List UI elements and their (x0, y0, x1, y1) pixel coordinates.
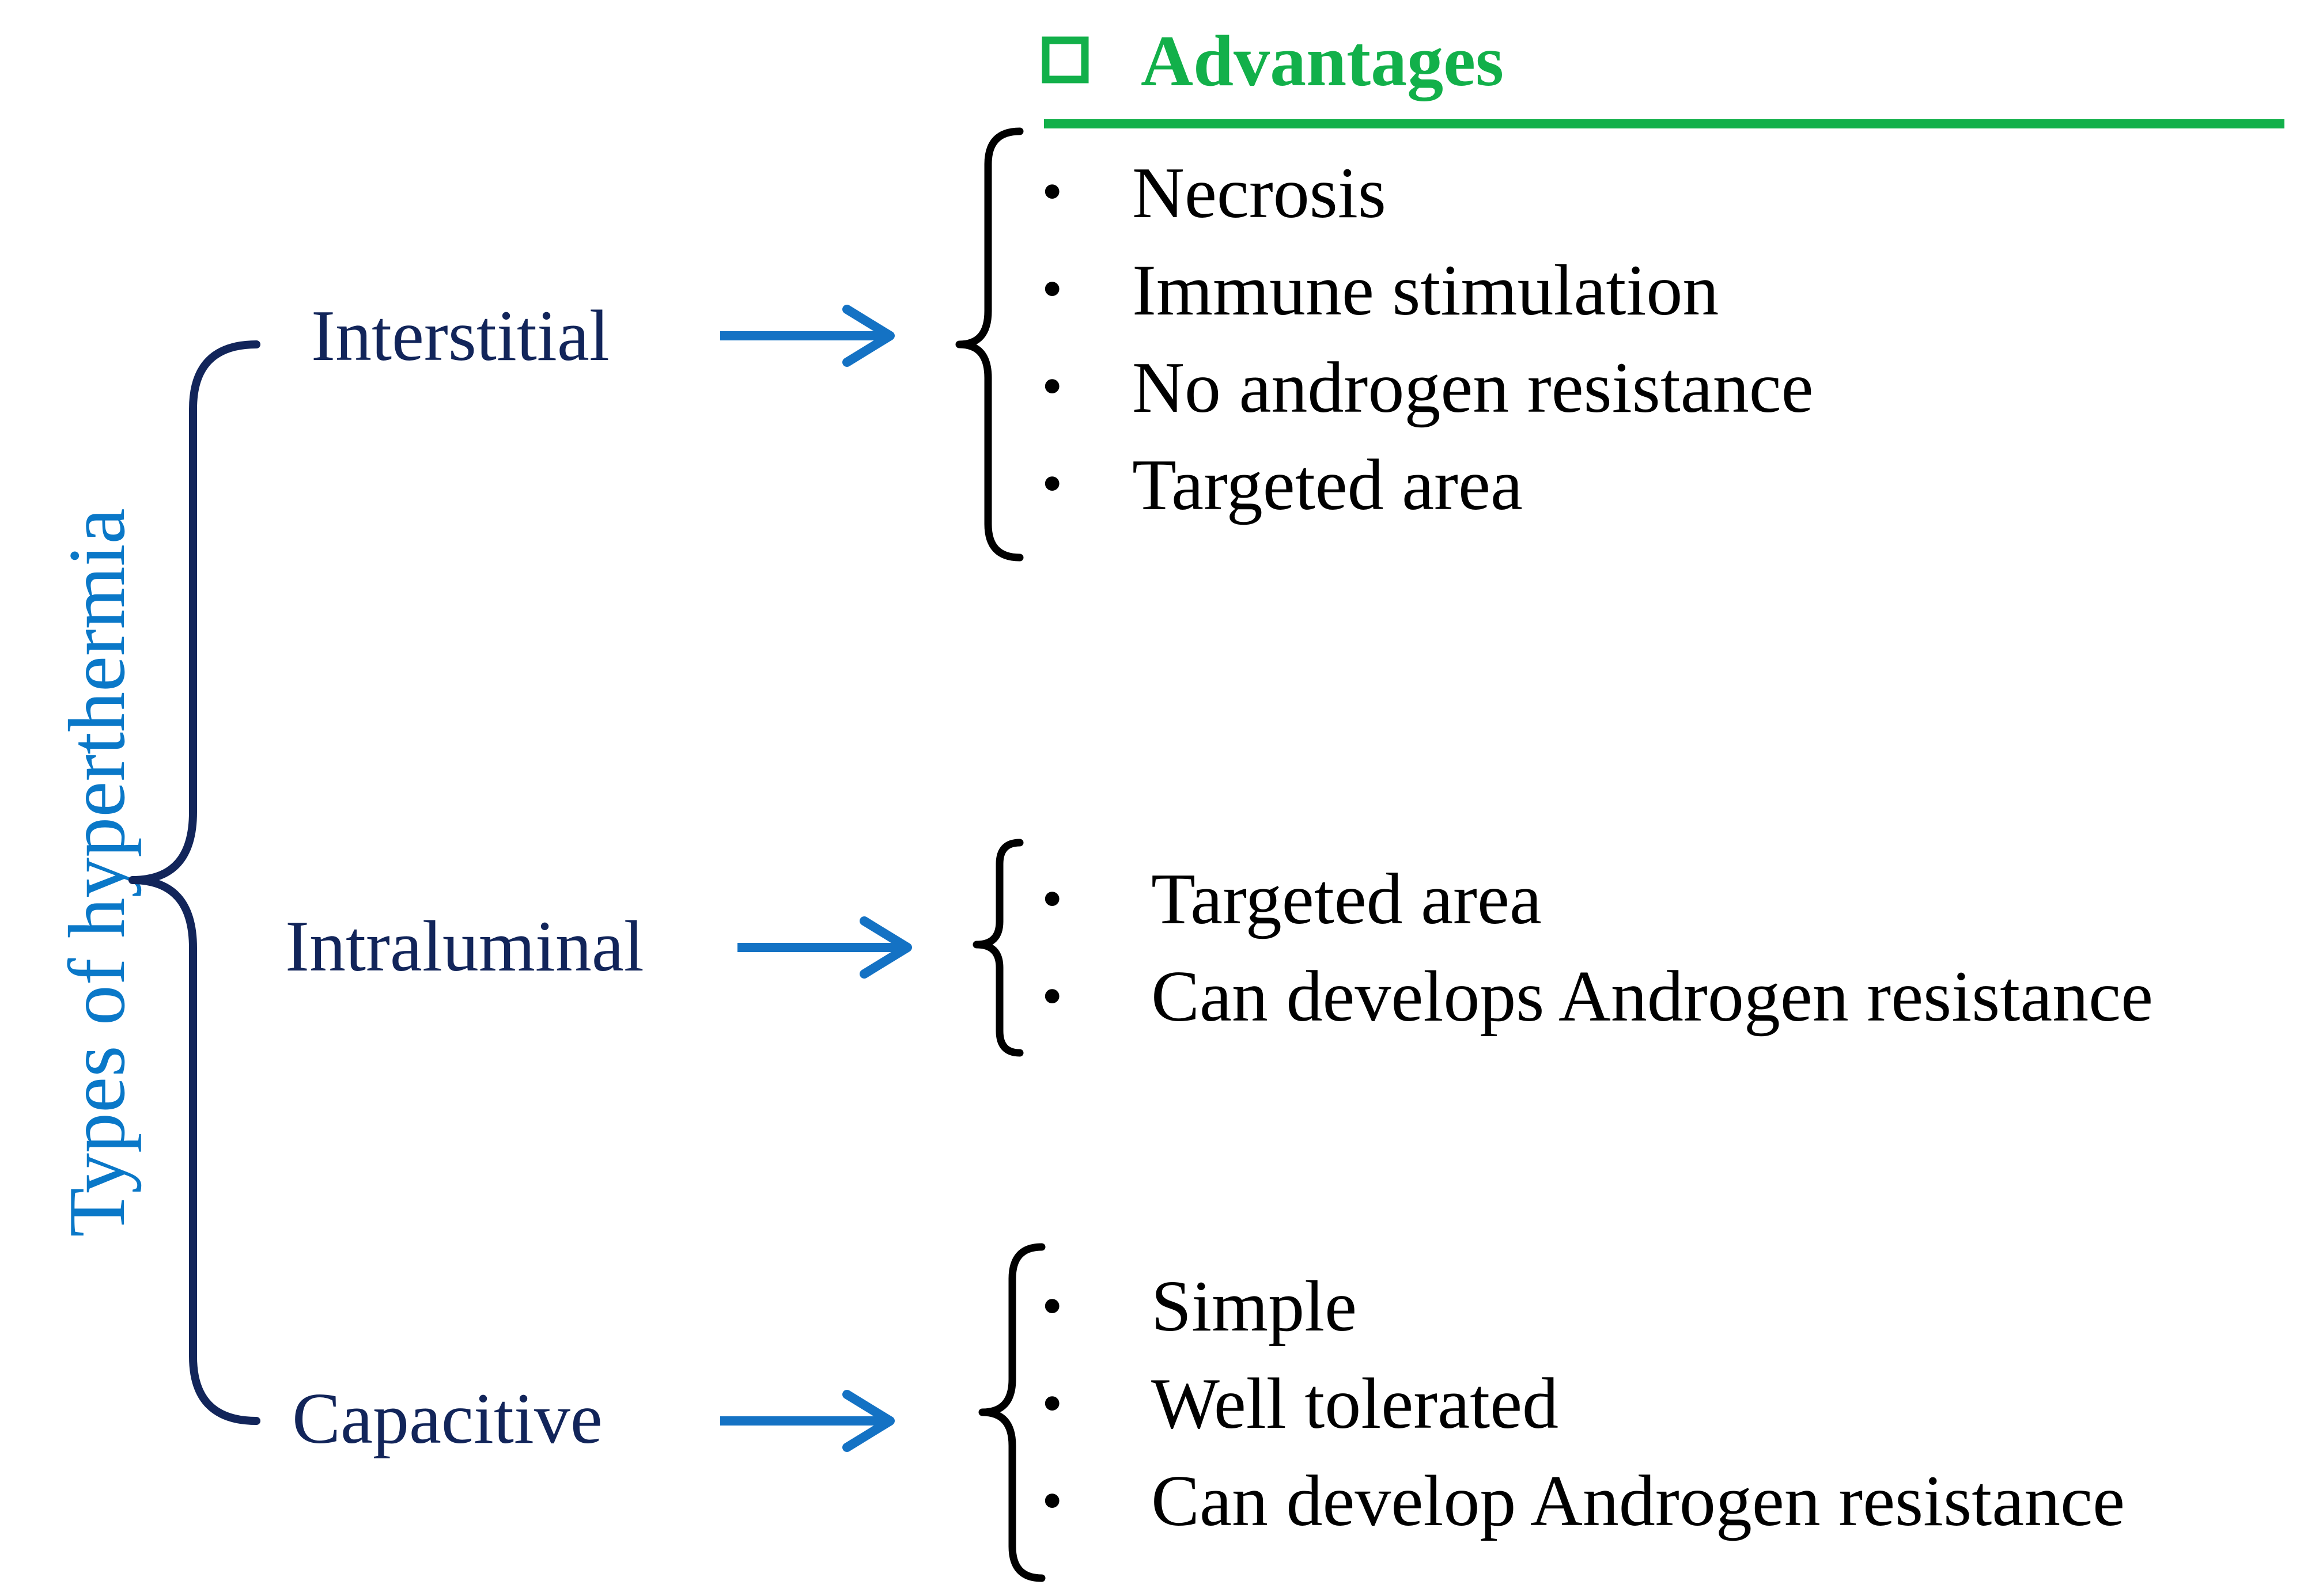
item-list-capacitive: • Simple • Well tolerated • Can develop … (1042, 1267, 2125, 1541)
bullet: • (1042, 963, 1062, 1029)
list-item: Can develops Androgen resistance (1151, 957, 2153, 1037)
type-label-interstitial: Interstitial (311, 296, 610, 376)
arrow-interstitial (720, 305, 895, 367)
item-brace-interstitial (955, 127, 1024, 562)
item-brace-intraluminal (973, 839, 1024, 1057)
bullet: • (1042, 450, 1062, 517)
list-item: Can develop Androgen resistance (1151, 1461, 2125, 1541)
type-label-intraluminal: Intraluminal (285, 907, 644, 987)
main-brace (128, 340, 260, 1425)
arrow-capacitive (720, 1390, 895, 1452)
item-list-interstitial: • Necrosis • Immune stimulation • No and… (1042, 153, 1814, 525)
hollow-square-icon (1042, 36, 1089, 84)
group-intraluminal: Intraluminal • Targeted area • Can devel… (285, 839, 2153, 1057)
arrow-head (860, 916, 912, 979)
type-label-capacitive: Capacitive (292, 1379, 603, 1459)
bullet: • (1042, 158, 1062, 225)
item-list-intraluminal: • Targeted area • Can develops Androgen … (1042, 859, 2153, 1037)
group-capacitive: Capacitive • Simple • Well tolerated • C… (292, 1243, 2125, 1582)
bullet: • (1042, 1468, 1062, 1534)
advantages-header: Advantages (1042, 21, 2284, 128)
item-brace-capacitive (978, 1243, 1046, 1582)
list-item: Immune stimulation (1132, 251, 1719, 331)
bullet: • (1042, 866, 1062, 932)
diagram-title: Types of hyperthermia (52, 508, 142, 1237)
bullet: • (1042, 256, 1062, 322)
bullet: • (1042, 1370, 1062, 1436)
list-item: Simple (1151, 1267, 1357, 1347)
list-item: Well tolerated (1151, 1364, 1558, 1444)
bullet: • (1042, 1273, 1062, 1339)
list-item: Necrosis (1132, 153, 1386, 233)
advantages-label: Advantages (1141, 21, 1504, 101)
list-item: No androgen resistance (1132, 348, 1814, 428)
arrow-head (842, 1390, 895, 1452)
list-item: Targeted area (1132, 445, 1523, 525)
list-item: Targeted area (1151, 859, 1542, 939)
group-interstitial: Interstitial • Necrosis • Immune stimula… (311, 127, 1814, 562)
arrow-intraluminal (737, 916, 912, 979)
bullet: • (1042, 353, 1062, 419)
arrow-head (842, 305, 895, 367)
